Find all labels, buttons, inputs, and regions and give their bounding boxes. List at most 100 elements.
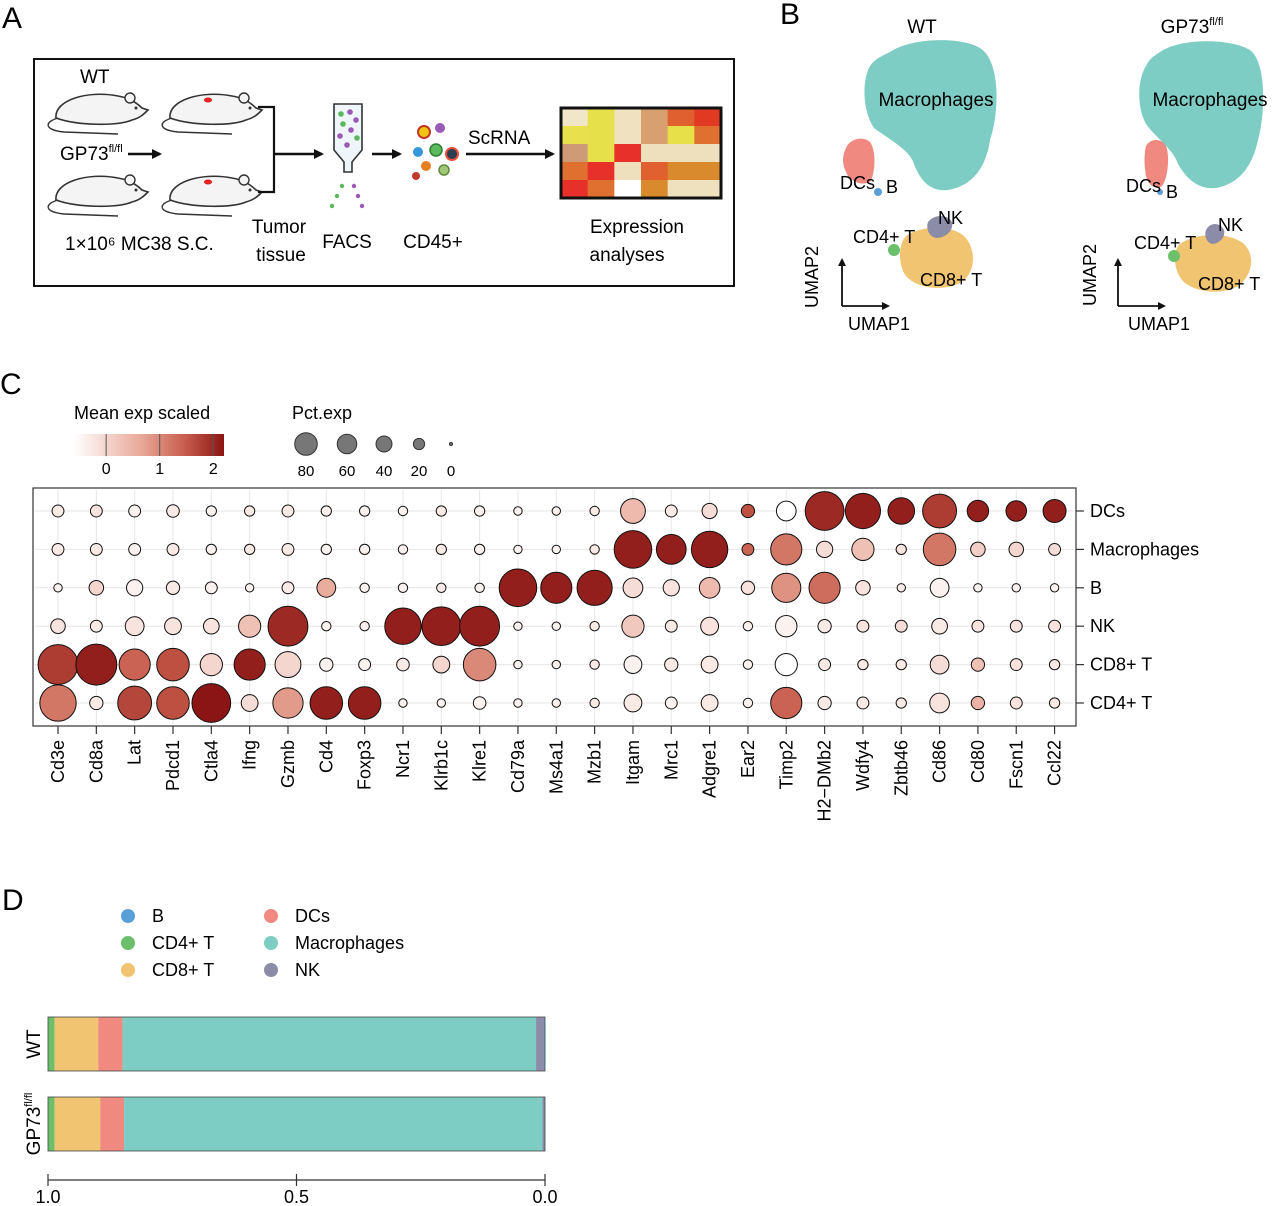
dot-Ncr1-CD8+ T: [396, 657, 410, 672]
y-tick-label: CD8+ T: [1090, 655, 1152, 675]
mouse-icon-ko-1: [47, 174, 150, 217]
bracket: [258, 105, 276, 194]
dot-Ctla4-B: [204, 581, 218, 595]
dot-Cd8a-B: [88, 580, 105, 596]
dot-Pdcd1-NK: [164, 617, 182, 636]
dot-Lat-NK: [124, 616, 145, 637]
dot-Itgam-CD8+ T: [623, 655, 643, 675]
dot-Cd86-NK: [931, 617, 948, 635]
x-tick-label: Cd4: [316, 740, 336, 773]
dot-Pdcd1-B: [165, 580, 181, 595]
dot-Ear2-Macrophages: [741, 542, 755, 556]
size-legend-title: Pct.exp: [292, 403, 352, 423]
dot-H2−DMb2-DCs: [804, 491, 845, 531]
umap2-label: UMAP2: [1080, 244, 1100, 306]
bar-segment: [536, 1017, 545, 1071]
heatmap-cell: [641, 162, 669, 181]
dot-Ncr1-Macrophages: [397, 544, 409, 555]
dot-Klre1-CD4+ T: [472, 696, 487, 710]
bar-segment: [54, 1017, 99, 1071]
cluster-label-cd4: CD4+ T: [1134, 233, 1196, 253]
x-tick-label: Cd80: [968, 740, 988, 783]
dot-Cd80-CD4+ T: [970, 695, 986, 711]
x-tick-label: Ctla4: [201, 740, 221, 782]
x-tick-label: Mzb1: [585, 740, 605, 784]
dot-Ctla4-NK: [202, 617, 220, 635]
dot-Cd80-DCs: [966, 499, 990, 523]
legend-label: CD4+ T: [152, 933, 214, 953]
dot-Cd79a-DCs: [513, 506, 523, 516]
x-tick-label: Klrb1c: [431, 740, 451, 791]
dot-Cd79a-CD8+ T: [513, 659, 523, 670]
cluster-macrophages: [864, 40, 997, 191]
dot-Foxp3-CD8+ T: [358, 658, 372, 672]
dot-Cd80-B: [973, 583, 983, 593]
dot-Ifng-CD8+ T: [233, 648, 266, 681]
heatmap-cell: [641, 126, 669, 145]
x-tick-label: 0.5: [284, 1187, 309, 1206]
x-tick-label: Gzmb: [278, 740, 298, 788]
heatmap-cell: [694, 162, 722, 181]
y-tick-label: B: [1090, 578, 1102, 598]
heatmap-cell: [561, 126, 589, 145]
cluster-label-cd4: CD4+ T: [853, 227, 915, 247]
dot-Lat-CD8+ T: [118, 648, 151, 681]
dot-Ncr1-DCs: [397, 505, 409, 517]
heatmap-cell: [641, 180, 669, 199]
dot-Cd80-Macrophages: [970, 541, 986, 558]
facs-tube-icon: [329, 103, 365, 209]
dot-Ms4a1-B: [540, 571, 573, 604]
dot-Gzmb-B: [281, 581, 295, 595]
dot-Cd3e-CD8+ T: [37, 644, 79, 686]
dot-Lat-B: [126, 579, 144, 597]
dot-Ifng-Macrophages: [244, 543, 256, 556]
x-tick-label: Fscn1: [1006, 740, 1026, 789]
dot-Zbtb46-CD4+ T: [895, 697, 907, 709]
mouse-icon-ko-2: [161, 174, 264, 217]
dot-Pdcd1-DCs: [166, 504, 180, 518]
heatmap-cell: [614, 180, 642, 199]
heatmap-border: [559, 106, 723, 200]
heatmap-cell: [694, 126, 722, 145]
cluster-nk: [1205, 224, 1225, 244]
dot-Cd8a-NK: [89, 619, 103, 633]
dot-Fscn1-CD8+ T: [1009, 658, 1023, 672]
panel-d-letter: D: [2, 884, 24, 917]
cluster-cd4: [1168, 250, 1180, 262]
legend-size-label: 0: [447, 463, 455, 480]
heatmap-cell: [694, 144, 722, 163]
legend-size-label: 60: [339, 463, 356, 480]
dotplot-frame: [32, 487, 1077, 727]
dot-Mrc1-NK: [664, 619, 678, 633]
heatmap-cell: [587, 162, 615, 181]
legend-tick-label: 1: [155, 461, 164, 478]
bar-segment: [98, 1017, 123, 1071]
legend-size-dot: [336, 433, 358, 455]
cluster-b: [874, 188, 882, 196]
dot-Foxp3-NK: [359, 621, 370, 632]
x-tick-label: 1.0: [35, 1187, 60, 1206]
x-tick-label: Ifng: [240, 740, 260, 770]
legend-tick-label: 2: [209, 461, 218, 478]
dot-Ms4a1-NK: [551, 621, 561, 631]
dot-Adgre1-Macrophages: [690, 530, 729, 569]
heatmap-cell: [587, 144, 615, 163]
bar-segment: [542, 1097, 545, 1151]
dot-Fscn1-DCs: [1005, 500, 1028, 522]
dot-Ctla4-CD8+ T: [199, 652, 223, 677]
dot-Ms4a1-CD8+ T: [551, 659, 561, 670]
dot-Cd86-DCs: [922, 493, 958, 529]
dot-Ccl22-DCs: [1042, 498, 1067, 524]
dot-Cd3e-NK: [50, 618, 66, 634]
heatmap-cell: [641, 144, 669, 163]
dot-Adgre1-CD8+ T: [700, 655, 719, 674]
dot-Foxp3-DCs: [358, 505, 371, 517]
dot-Klrb1c-CD8+ T: [432, 655, 451, 674]
bar-segment: [122, 1017, 537, 1071]
dot-Itgam-NK: [621, 614, 645, 638]
dot-Pdcd1-CD8+ T: [156, 647, 190, 682]
heatmap-cell: [561, 144, 589, 163]
bar-segment: [48, 1017, 55, 1071]
dot-Ifng-NK: [238, 614, 262, 638]
